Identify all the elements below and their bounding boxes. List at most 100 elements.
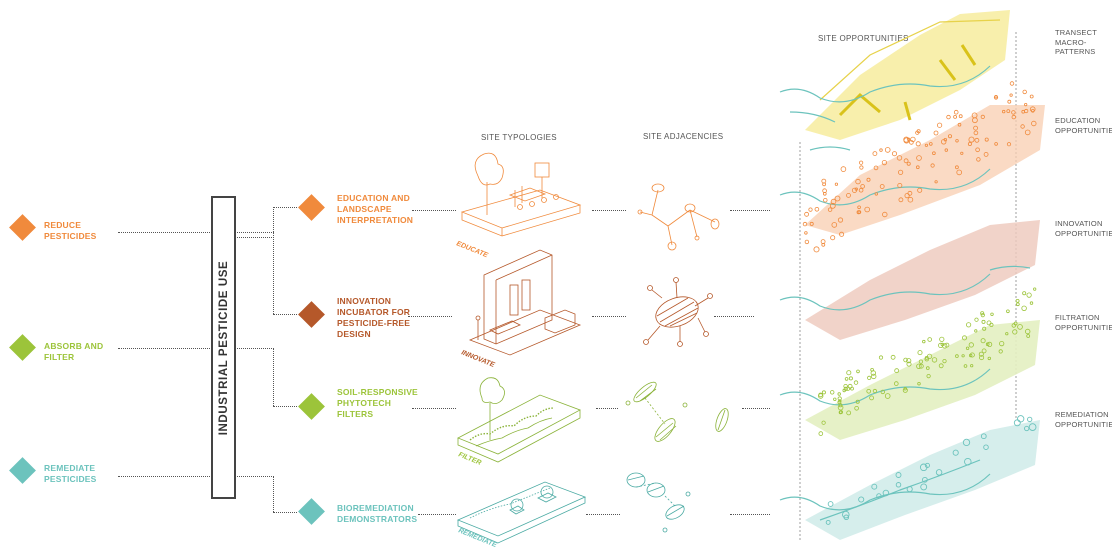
map-dot (936, 122, 943, 128)
map-dot (1020, 124, 1025, 129)
map-dot (984, 137, 989, 142)
map-dot (904, 193, 910, 199)
map-dot (1011, 114, 1016, 120)
map-dot (879, 148, 883, 152)
map-dot (838, 403, 843, 408)
map-dot (980, 311, 985, 316)
connector-to-bioremediation (273, 512, 297, 513)
map-dot (924, 355, 929, 360)
strategy-education-label: EDUCATION AND LANDSCAPE INTERPRETATION (337, 193, 413, 226)
connector-box-right-4 (237, 476, 274, 477)
map-dot (858, 187, 864, 193)
map-dot (821, 178, 827, 184)
map-dot (1033, 287, 1037, 291)
goal-reduce-line1: REDUCE (44, 220, 82, 230)
map-dot (1005, 332, 1009, 336)
map-dot (952, 449, 959, 456)
header-site-adjacencies: SITE ADJACENCIES (643, 132, 724, 141)
map-dot (884, 393, 891, 399)
map-dot (915, 130, 920, 135)
map-dot (867, 375, 872, 380)
goal-remediate-line2: PESTICIDES (44, 474, 97, 484)
map-dot (842, 510, 850, 519)
connector-to-filter (273, 406, 297, 407)
layer-label-filtration: FILTRATION OPPORTUNITIES (1055, 313, 1112, 332)
map-dot (837, 396, 842, 401)
layer-innovation-line2: OPPORTUNITIES (1055, 228, 1112, 238)
map-dot (882, 211, 888, 218)
map-dot (964, 457, 972, 466)
map-dot (942, 358, 947, 364)
map-dot (869, 395, 874, 401)
map-dot (969, 353, 973, 358)
map-dot (922, 476, 928, 483)
layer-label-transect: TRANSECT MACRO-PATTERNS (1055, 28, 1112, 57)
bracket-filter (273, 348, 274, 406)
map-dot (855, 178, 861, 185)
connector-box-right-3 (237, 348, 274, 349)
connector-fil-opportunity (742, 408, 770, 409)
map-dot (955, 139, 959, 143)
strategy-bioremediation-line1: BIOREMEDIATION (337, 503, 414, 513)
map-dot (1024, 328, 1031, 335)
map-dot (1028, 423, 1037, 431)
map-dot (830, 390, 835, 395)
map-dot (1024, 425, 1030, 432)
map-dot (1006, 142, 1012, 147)
map-dot (804, 211, 809, 217)
map-dot (974, 137, 980, 143)
map-dot (918, 359, 924, 364)
map-dot (844, 377, 849, 381)
goal-absorb-label: ABSORB AND FILTER (44, 341, 103, 363)
map-dot (866, 177, 871, 182)
map-dot (1012, 329, 1018, 335)
map-dot (916, 363, 922, 369)
map-dot (851, 187, 858, 193)
map-dot (980, 312, 985, 318)
map-dot (978, 351, 984, 357)
map-dot (989, 322, 994, 327)
map-dot (960, 151, 964, 155)
map-dot (965, 322, 972, 328)
map-dot (956, 169, 962, 176)
map-dot (999, 340, 1005, 347)
map-dot (972, 117, 978, 124)
map-dot (917, 350, 923, 356)
map-dot (853, 380, 859, 385)
map-dot (928, 142, 933, 146)
map-dot (833, 397, 837, 401)
map-dot (1017, 415, 1025, 423)
central-label: INDUSTRIAL PESTICIDE USE (217, 260, 230, 435)
map-dot (831, 222, 838, 228)
map-dot (846, 410, 852, 416)
map-dot (953, 115, 957, 119)
filtration-dots (818, 287, 1037, 436)
map-dot (981, 348, 987, 354)
map-dot (1009, 93, 1013, 97)
map-dot (968, 136, 975, 143)
map-dot (919, 463, 928, 472)
map-layer-transect (779, 10, 1010, 140)
map-dot (825, 519, 831, 525)
map-dot (1013, 419, 1021, 427)
central-box: INDUSTRIAL PESTICIDE USE (211, 196, 236, 499)
strategy-diamond-bioremediation (298, 498, 325, 525)
map-dot (838, 410, 843, 415)
map-dot (821, 242, 826, 247)
map-dot (903, 387, 907, 391)
connector-box-right-2 (237, 237, 274, 238)
map-dot (934, 180, 938, 184)
map-dot (847, 383, 853, 389)
map-dot (882, 489, 890, 497)
map-dot (906, 486, 913, 493)
map-dot (939, 336, 945, 342)
map-dot (969, 352, 975, 358)
strategy-innovation-label: INNOVATION INCUBATOR FOR PESTICIDE-FREE … (337, 296, 410, 340)
connector-bio-adjacency (586, 514, 620, 515)
map-dot (994, 94, 998, 99)
connector-box-right-1 (237, 232, 274, 233)
map-dot (975, 147, 980, 153)
map-dot (837, 400, 842, 405)
map-dot (958, 114, 963, 119)
map-dot (917, 187, 923, 193)
